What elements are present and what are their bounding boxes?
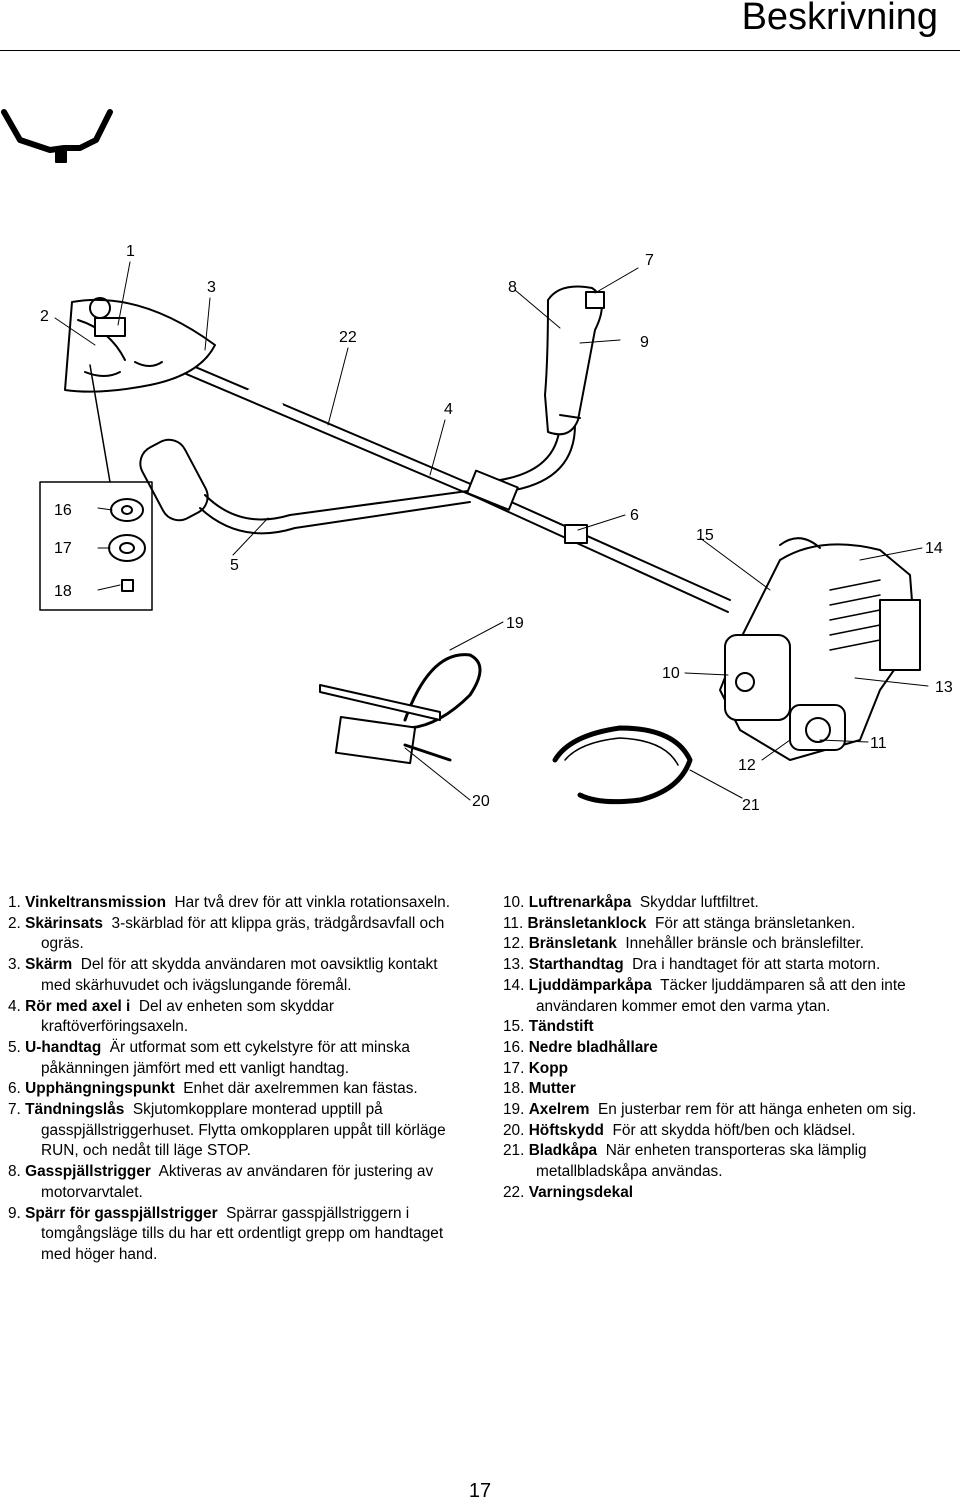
callout-2: 2 [40, 308, 49, 325]
cutting-head [64, 297, 216, 393]
callout-15: 15 [696, 527, 714, 544]
list-item: 4. Rör med axel i Del av enheten som sky… [8, 997, 334, 1036]
callout-11: 11 [870, 735, 887, 752]
list-item: 20. Höftskydd För att skydda höft/ben oc… [503, 1121, 856, 1139]
list-item: 21. Bladkåpa När enheten transporteras s… [503, 1142, 867, 1181]
page-title: Beskrivning [741, 0, 938, 38]
callout-3: 3 [207, 279, 216, 296]
callout-22: 22 [339, 329, 357, 346]
callout-8: 8 [508, 279, 517, 296]
throttle-handle [544, 285, 605, 436]
list-item: 14. Ljuddämparkåpa Täcker ljuddämparen s… [503, 976, 906, 1015]
description-list-left: 1. Vinkeltransmission Har två drev för a… [8, 893, 463, 1266]
callout-1: 1 [126, 243, 135, 260]
callout-19: 19 [506, 615, 524, 632]
list-item: 1. Vinkeltransmission Har två drev för a… [8, 894, 450, 911]
callout-9: 9 [640, 334, 649, 351]
shoulder-strap [319, 653, 482, 765]
callout-21: 21 [742, 797, 760, 814]
list-item: 3. Skärm Del för att skydda användaren m… [8, 956, 438, 994]
callout-20: 20 [472, 793, 490, 810]
list-item: 16. Nedre bladhållare [503, 1038, 658, 1056]
description-list-right: 10. Luftrenarkåpa Skyddar luftfiltret. 1… [503, 893, 953, 1204]
callout-17: 17 [54, 540, 72, 557]
callout-7: 7 [645, 252, 654, 269]
leader-lines [54, 261, 929, 801]
list-item: 13. Starthandtag Dra i handtaget för att… [503, 956, 881, 974]
callout-14: 14 [925, 540, 943, 557]
list-item: 19. Axelrem En justerbar rem för att hän… [503, 1101, 917, 1119]
callout-10: 10 [662, 665, 680, 682]
engine [719, 537, 921, 761]
list-item: 10. Luftrenarkåpa Skyddar luftfiltret. [503, 894, 759, 911]
callout-12: 12 [738, 757, 756, 774]
header-rule [0, 50, 960, 51]
list-item: 11. Bränsletanklock För att stänga bräns… [503, 914, 856, 932]
inset-parts-box [39, 364, 153, 611]
list-item: 7. Tändningslås Skjutomkopplare monterad… [8, 1101, 446, 1160]
callout-4: 4 [444, 401, 453, 418]
list-item: 17. Kopp [503, 1059, 569, 1077]
callout-6: 6 [630, 507, 639, 524]
list-item: 22. Varningsdekal [503, 1183, 634, 1201]
list-item: 6. Upphängningspunkt Enhet där axelremme… [8, 1080, 418, 1098]
blade-cover [552, 725, 693, 805]
page-number: 17 [468, 1480, 492, 1502]
trimmer-illustration: 1 2 3 4 5 6 7 8 9 10 11 12 13 14 15 16 1… [1, 109, 953, 814]
callout-16: 16 [54, 502, 72, 519]
list-item: 12. Bränsletank Innehåller bränsle och b… [503, 935, 865, 953]
list-item: 8. Gasspjällstrigger Aktiveras av använd… [8, 1163, 434, 1201]
callout-5: 5 [230, 557, 239, 574]
list-item: 18. Mutter [503, 1080, 576, 1098]
list-item: 2. Skärinsats 3-skärblad för att klippa … [8, 914, 445, 953]
handlebar-thumbnail [1, 109, 113, 163]
callout-18: 18 [54, 583, 72, 600]
callout-13: 13 [935, 679, 953, 696]
list-item: 5. U-handtag Är utformat som ett cykelst… [8, 1038, 410, 1077]
list-item: 15. Tändstift [503, 1018, 594, 1036]
list-item: 9. Spärr för gasspjällstrigger Spärrar g… [8, 1204, 444, 1263]
